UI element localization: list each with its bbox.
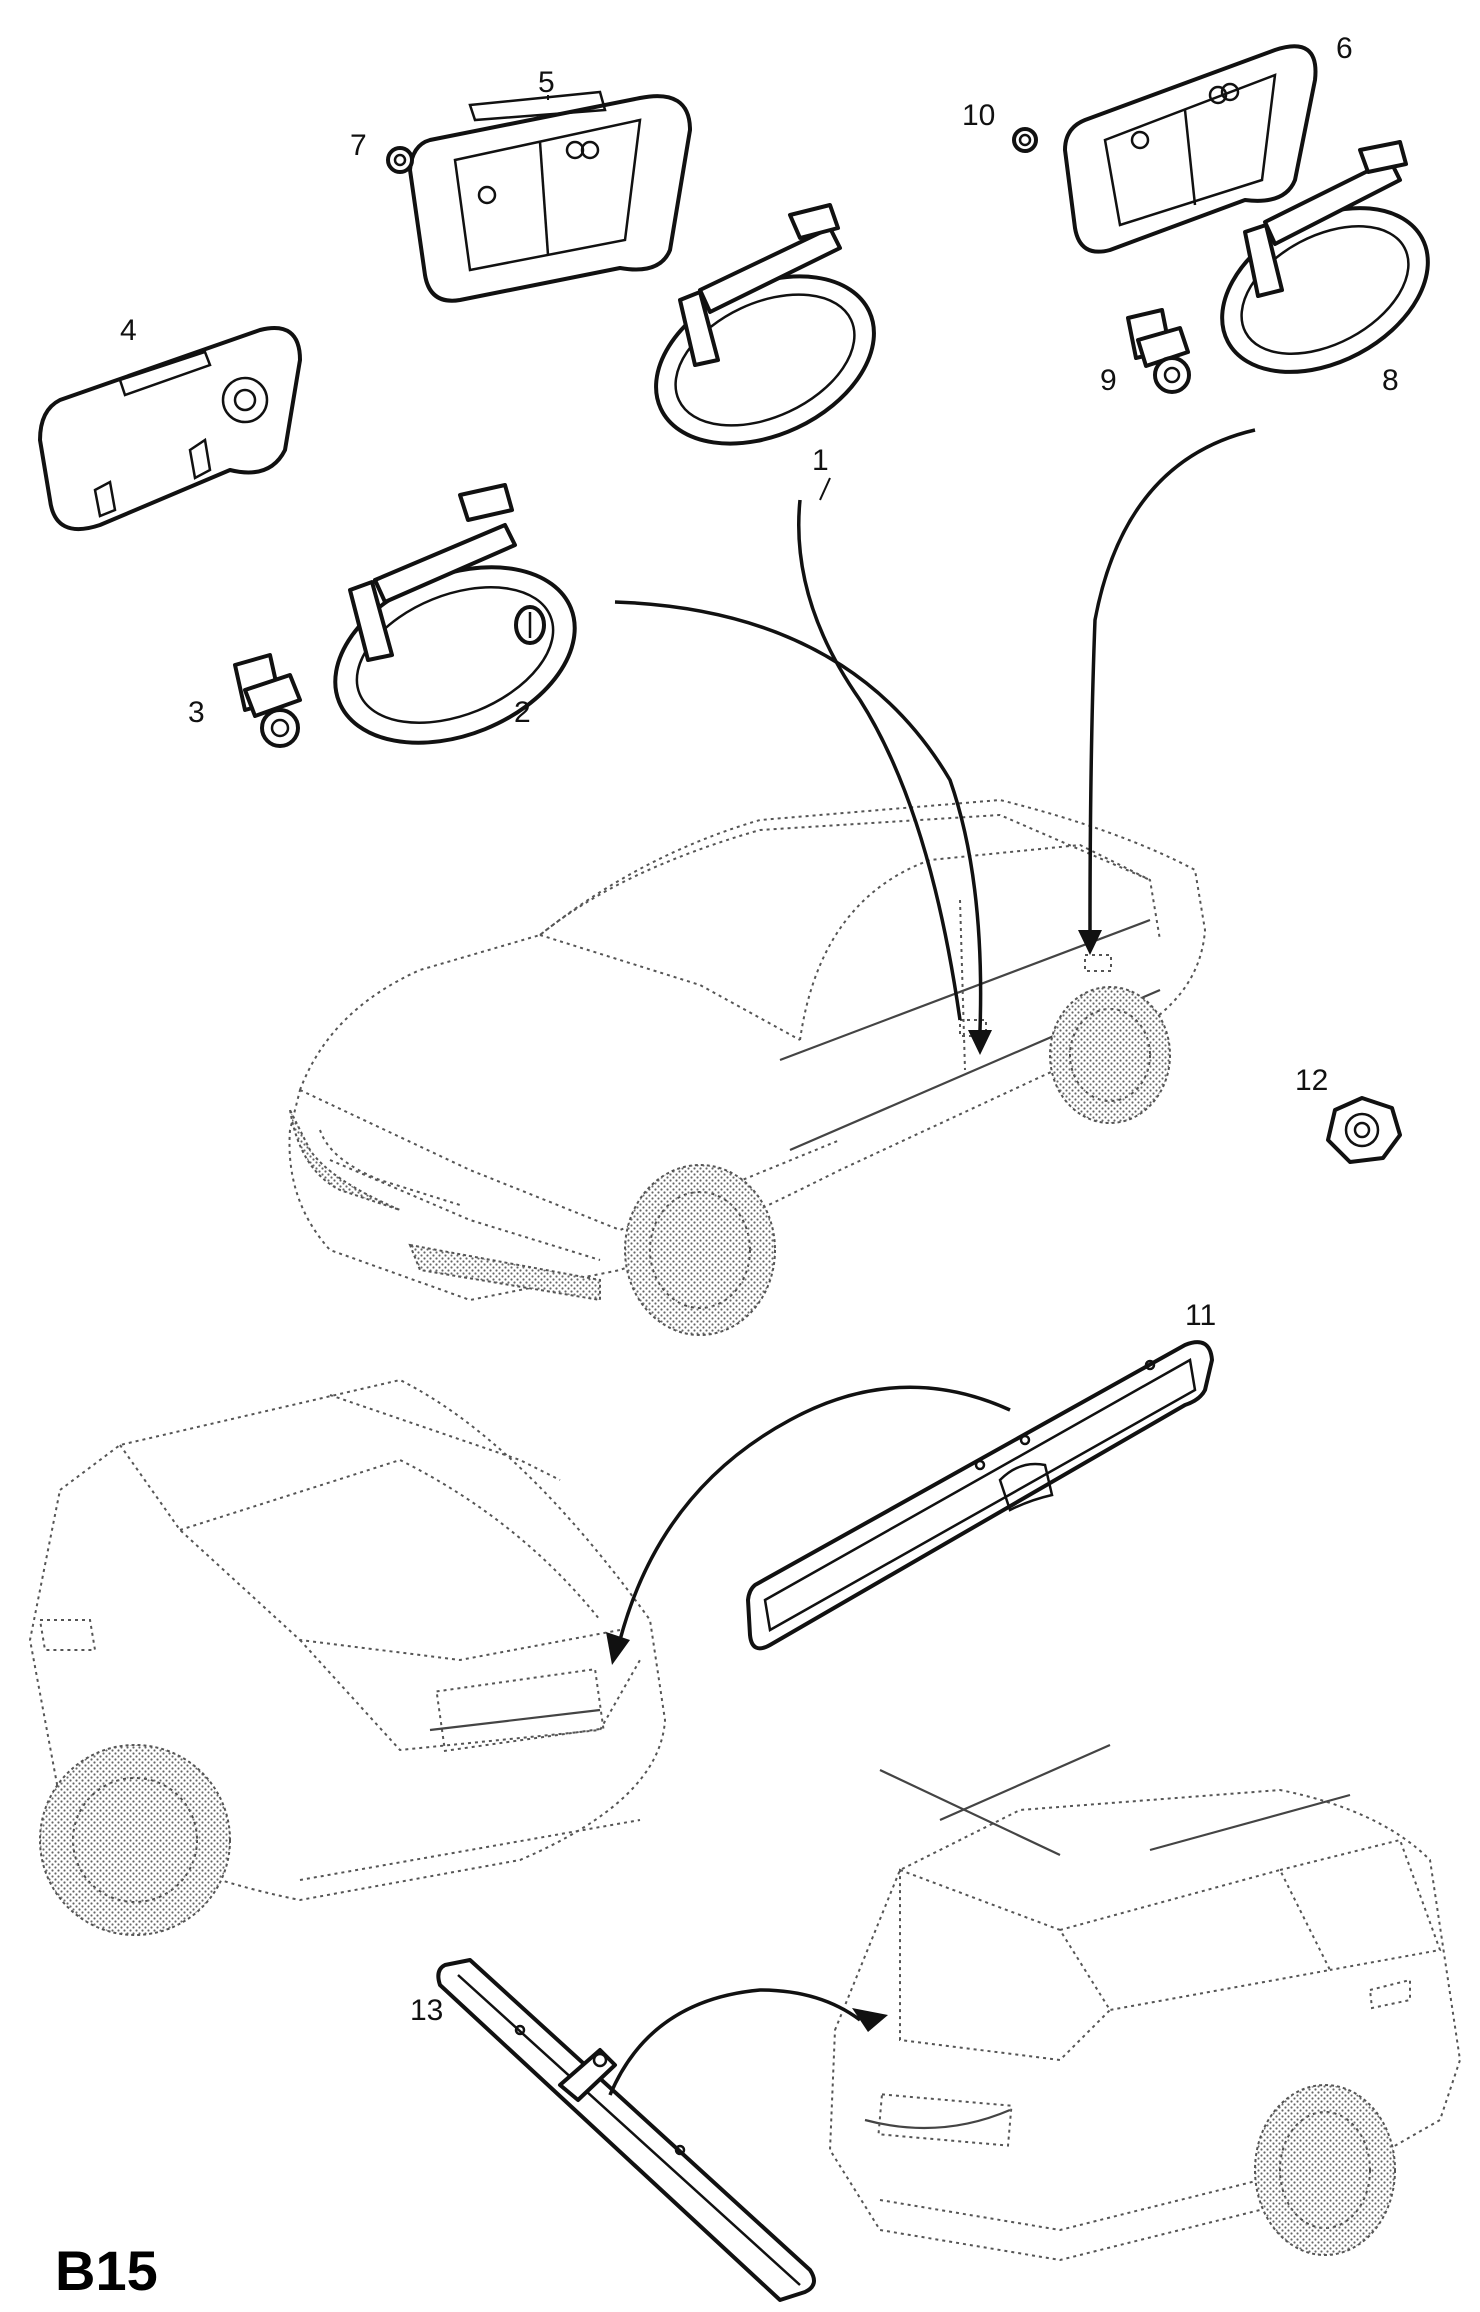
nut-icon [386, 146, 414, 174]
door-handle-icon [333, 483, 577, 745]
callout-9: 9 [1100, 364, 1117, 397]
trim-moulding-icon [746, 1340, 1214, 1651]
door-handle-icon [1220, 140, 1430, 374]
callout-8: 8 [1382, 364, 1399, 397]
bracket-icon [408, 90, 692, 303]
estate-car-icon [828, 1743, 1462, 2262]
callout-3: 3 [188, 696, 205, 729]
sedan-car-icon [288, 798, 1207, 1336]
callout-10: 10 [962, 99, 995, 132]
nut-icon [1326, 1096, 1402, 1164]
assembly-arrows [606, 428, 1256, 2096]
callout-11: 11 [1185, 1299, 1216, 1332]
callout-13: 13 [410, 1994, 443, 2027]
callout-4: 4 [120, 314, 137, 347]
hatchback-car-icon [28, 1378, 667, 1936]
callout-12: 12 [1295, 1064, 1328, 1097]
callout-5: 5 [538, 66, 555, 99]
bracket-icon [38, 326, 302, 531]
clip-icon [1126, 308, 1191, 394]
clip-icon [233, 653, 302, 748]
callout-6: 6 [1336, 32, 1353, 65]
bracket-icon [1063, 44, 1318, 254]
callout-7: 7 [350, 129, 367, 162]
nut-icon [1012, 127, 1038, 153]
callout-1: 1 [812, 444, 829, 477]
door-handle-icon [654, 203, 876, 446]
callout-2: 2 [514, 696, 531, 729]
page-code: B15 [55, 2239, 158, 2302]
trim-moulding-icon [436, 1958, 816, 2302]
